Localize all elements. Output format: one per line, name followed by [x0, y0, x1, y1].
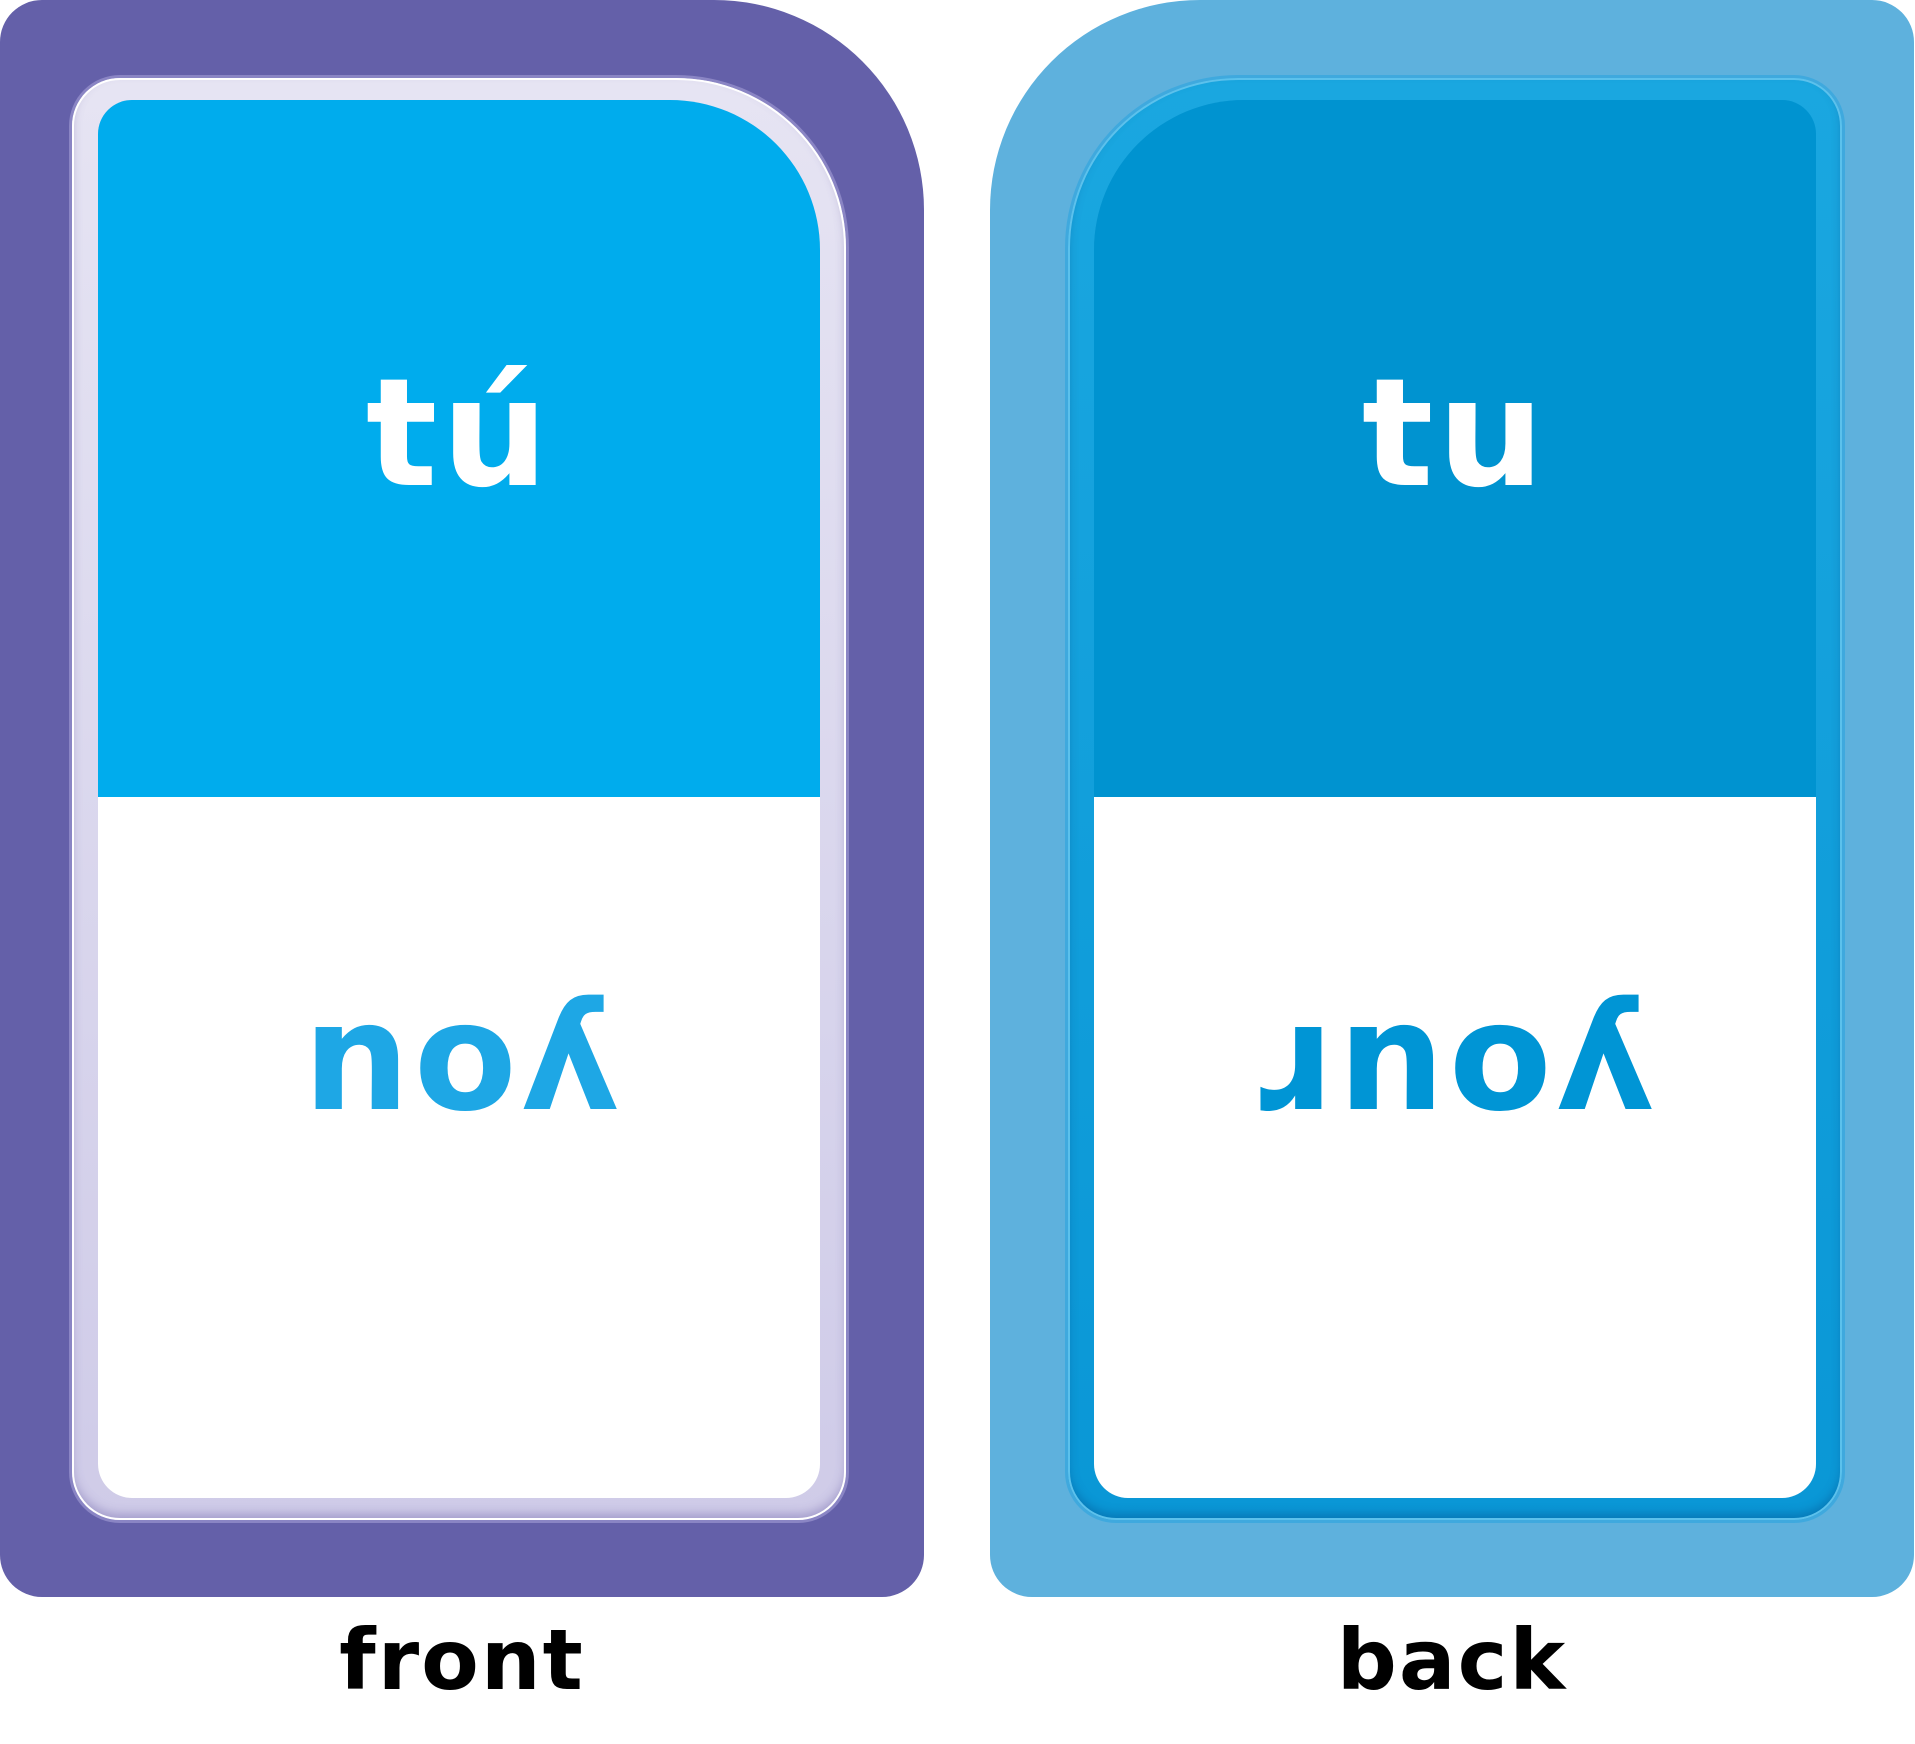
- front-card-face: tú you: [98, 100, 820, 1498]
- back-label: back: [1336, 1611, 1568, 1709]
- back-card: tu your: [990, 0, 1914, 1597]
- front-card-bottom-half: you: [98, 797, 820, 1498]
- back-bottom-word: your: [1256, 990, 1654, 1165]
- back-card-face: tu your: [1094, 100, 1816, 1498]
- back-top-word: tu: [1361, 346, 1549, 521]
- front-top-word: tú: [365, 346, 553, 521]
- front-card-frame: tú you: [72, 78, 846, 1520]
- front-label: front: [339, 1611, 585, 1709]
- front-card: tú you: [0, 0, 924, 1597]
- front-card-top-half: tú: [98, 100, 820, 797]
- front-bottom-word: you: [299, 990, 619, 1165]
- back-card-bottom-half: your: [1094, 797, 1816, 1498]
- back-card-frame: tu your: [1068, 78, 1842, 1520]
- back-card-top-half: tu: [1094, 100, 1816, 797]
